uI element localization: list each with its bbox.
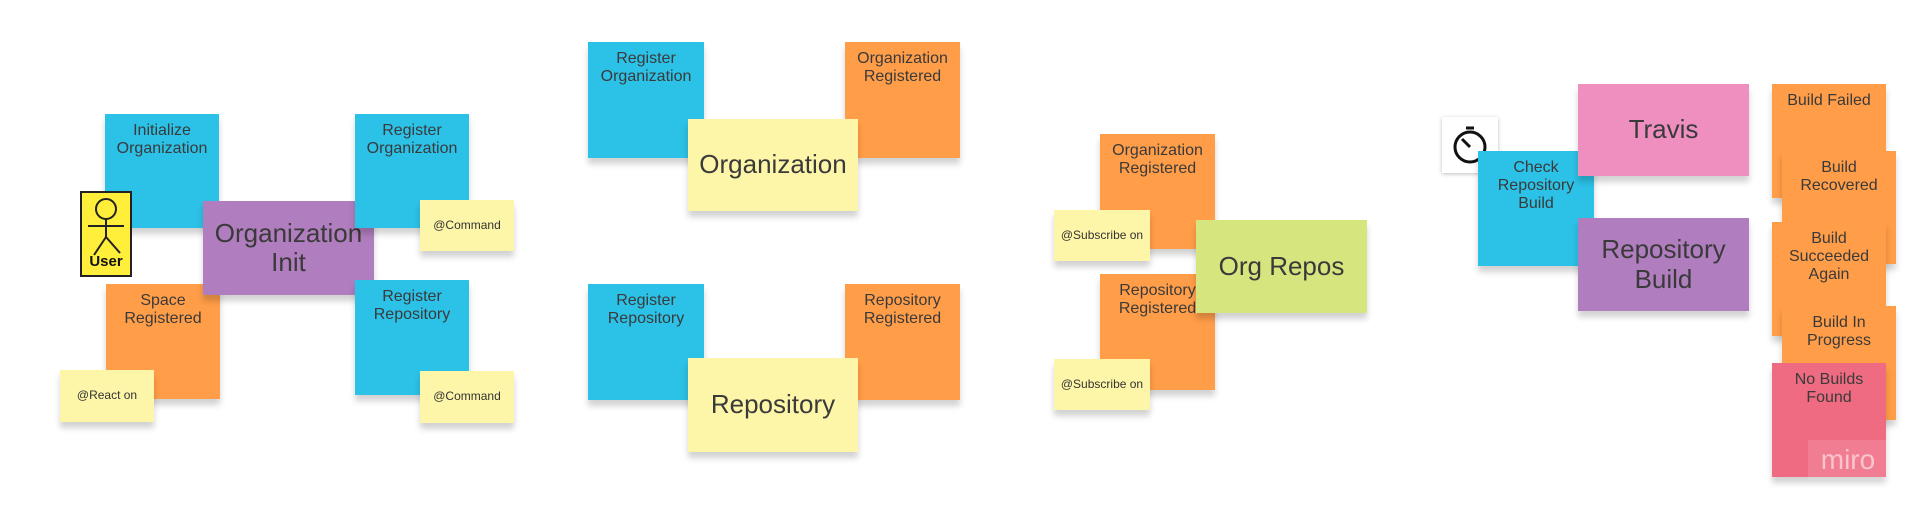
note-text: Check Repository Build: [1497, 159, 1575, 212]
subscribe-on-tag-1[interactable]: @Subscribe on: [1054, 210, 1150, 261]
register-repository-command-2[interactable]: Register Repository: [588, 284, 704, 400]
miro-watermark: miro: [1808, 440, 1888, 480]
note-text: Build Recovered: [1800, 159, 1878, 194]
organization-init-aggregate[interactable]: Organization Init: [203, 201, 374, 295]
aggregate-text: Repository Build: [1601, 234, 1726, 294]
note-text: Repository Registered: [1118, 282, 1197, 317]
tag-text: @React on: [76, 388, 138, 403]
space-registered-note[interactable]: Space Registered: [106, 284, 220, 399]
register-organization-command[interactable]: Register Organization: [355, 114, 469, 228]
note-text: Organization Registered: [857, 50, 948, 85]
tag-text: @Command: [433, 389, 501, 404]
command-tag-1[interactable]: @Command: [420, 200, 514, 251]
tag-text: @Command: [433, 217, 501, 232]
note-text: Register Organization: [600, 50, 692, 85]
note-text: Register Organization: [366, 122, 458, 157]
aggregate-text: Repository: [710, 389, 836, 420]
note-text: Space Registered: [124, 292, 202, 327]
repository-build-aggregate[interactable]: Repository Build: [1578, 218, 1749, 311]
note-text: Organization Registered: [1112, 142, 1203, 177]
stick-figure-icon: [88, 198, 124, 256]
organization-aggregate[interactable]: Organization: [688, 119, 858, 211]
organization-registered-event[interactable]: Organization Registered: [845, 42, 960, 158]
react-on-tag[interactable]: @React on: [60, 370, 154, 422]
note-text: Register Repository: [373, 288, 451, 323]
no-builds-found-event[interactable]: No Builds Found: [1772, 363, 1886, 477]
note-text: Build In Progress: [1806, 314, 1872, 349]
aggregate-text: Org Repos: [1218, 250, 1345, 281]
travis-external-system[interactable]: Travis: [1578, 84, 1749, 176]
tag-text: @Subscribe on: [1060, 376, 1144, 391]
note-text: Register Repository: [607, 292, 685, 327]
user-label: User: [89, 253, 123, 270]
check-repository-build-command[interactable]: Check Repository Build: [1478, 151, 1594, 266]
tag-text: @Subscribe on: [1060, 227, 1144, 242]
subscribe-on-tag-2[interactable]: @Subscribe on: [1054, 359, 1150, 410]
org-repos-aggregate[interactable]: Org Repos: [1196, 220, 1367, 313]
stopwatch-icon: [1453, 126, 1487, 164]
aggregate-text: Organization: [699, 149, 847, 180]
repository-aggregate[interactable]: Repository: [688, 358, 858, 452]
note-text: Repository Registered: [863, 292, 942, 327]
note-text: No Builds Found: [1794, 371, 1864, 406]
user-actor[interactable]: User: [80, 191, 132, 277]
external-system-text: Travis: [1628, 114, 1699, 145]
note-text: Initialize Organization: [116, 122, 208, 157]
repository-registered-event[interactable]: Repository Registered: [845, 284, 960, 400]
aggregate-text: Organization Init: [214, 217, 363, 277]
register-organization-command-2[interactable]: Register Organization: [588, 42, 704, 158]
command-tag-2[interactable]: @Command: [420, 371, 514, 423]
note-text: Build Failed: [1787, 92, 1871, 109]
note-text: Build Succeeded Again: [1788, 230, 1870, 283]
